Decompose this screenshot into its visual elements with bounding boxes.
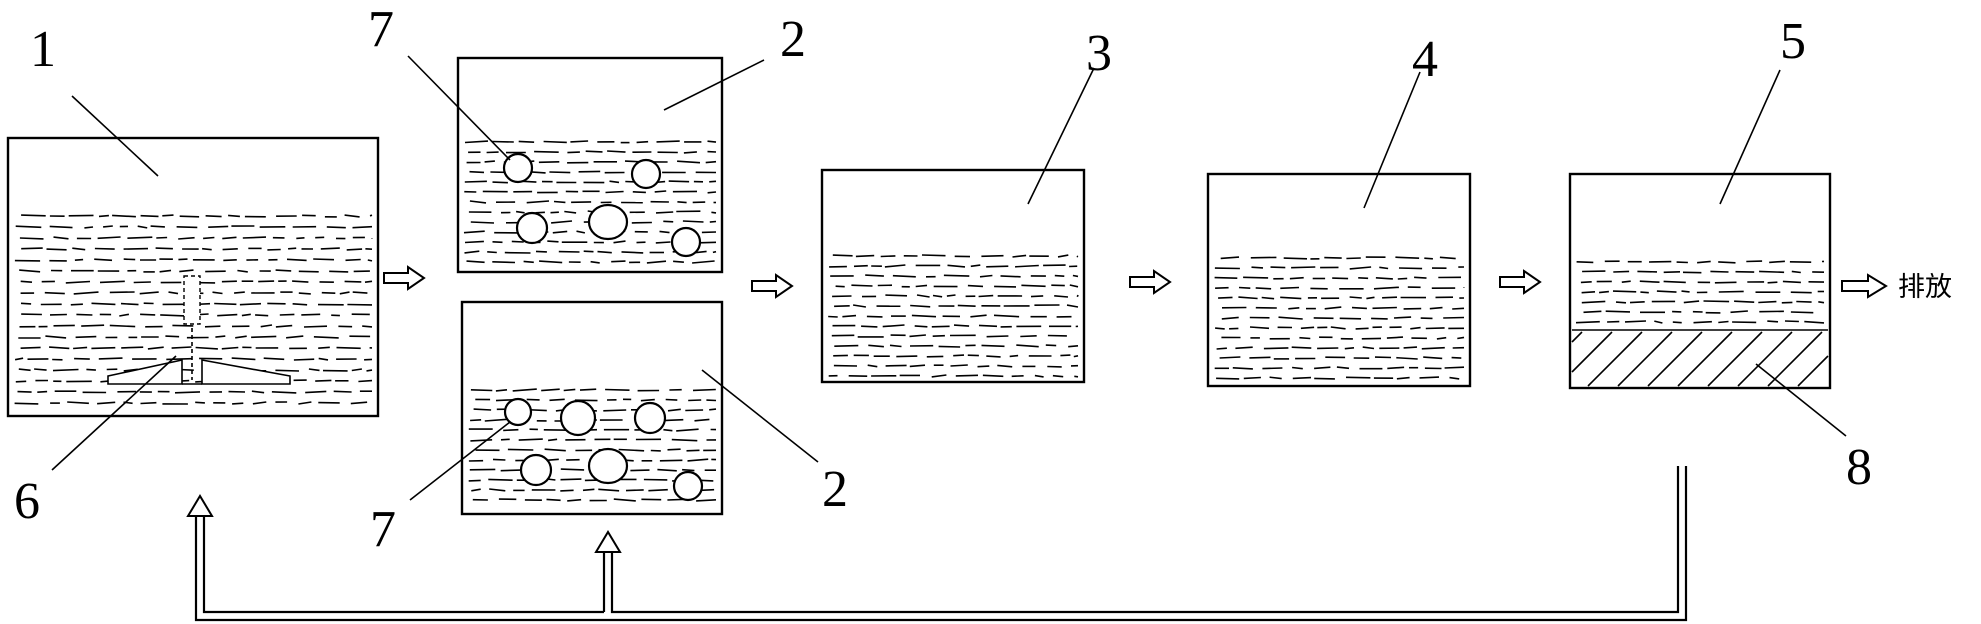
bubble-icon [672, 470, 704, 502]
sediment-hatch-icon [1571, 331, 1829, 387]
leader-6 [51, 355, 177, 471]
leader-8 [1755, 363, 1847, 437]
tank-1 [6, 95, 380, 471]
label-3: 3 [1086, 25, 1112, 82]
flow-arrow-icon [383, 265, 426, 291]
tank-2-top [407, 55, 765, 274]
leader-2-bottom [701, 369, 819, 463]
bubble-icon [502, 152, 534, 184]
sludge-return-pipe [186, 466, 1688, 622]
leader-1 [71, 95, 159, 177]
label-6: 6 [14, 473, 40, 530]
discharge-label: 排放 [1898, 272, 1952, 303]
label-1: 1 [30, 21, 56, 78]
leader-5 [1719, 69, 1781, 205]
label-7-bottom: 7 [370, 501, 396, 558]
bubble-icon [515, 211, 549, 245]
aeration-device-icon [107, 275, 291, 385]
bubble-icon [559, 399, 597, 437]
bubble-icon [587, 203, 629, 241]
label-2-top: 2 [780, 11, 806, 68]
tank-4-outline [1206, 172, 1472, 388]
tank-4-water [1214, 256, 1465, 380]
label-7-top: 7 [368, 1, 394, 58]
bubble-icon [670, 226, 702, 258]
label-2-bottom: 2 [822, 461, 848, 518]
bubble-icon [633, 401, 667, 435]
leader-4 [1363, 71, 1421, 209]
bubble-icon [503, 397, 533, 427]
tank-3-water [828, 254, 1079, 378]
tank-5 [1568, 69, 1847, 437]
bubble-icon [630, 158, 662, 190]
label-8: 8 [1846, 439, 1872, 496]
leader-2-top [663, 59, 765, 111]
flow-arrow-icon [1129, 269, 1172, 295]
leader-7-top [407, 55, 511, 161]
tank-4 [1206, 71, 1472, 388]
return-arrow-icon [186, 494, 214, 517]
tank-5-water [1575, 260, 1825, 324]
label-5: 5 [1780, 13, 1806, 70]
leader-7-bottom [409, 421, 511, 501]
label-4: 4 [1412, 31, 1438, 88]
flow-arrow-icon [1841, 273, 1888, 299]
return-arrow-icon [594, 530, 622, 553]
bubble-icon [519, 453, 553, 487]
tank-2-bottom [409, 300, 819, 516]
tank-3 [820, 67, 1095, 384]
bubble-icon [587, 447, 629, 485]
flow-arrow-icon [751, 273, 794, 299]
flow-arrow-icon [1499, 269, 1542, 295]
leader-3 [1027, 67, 1095, 205]
